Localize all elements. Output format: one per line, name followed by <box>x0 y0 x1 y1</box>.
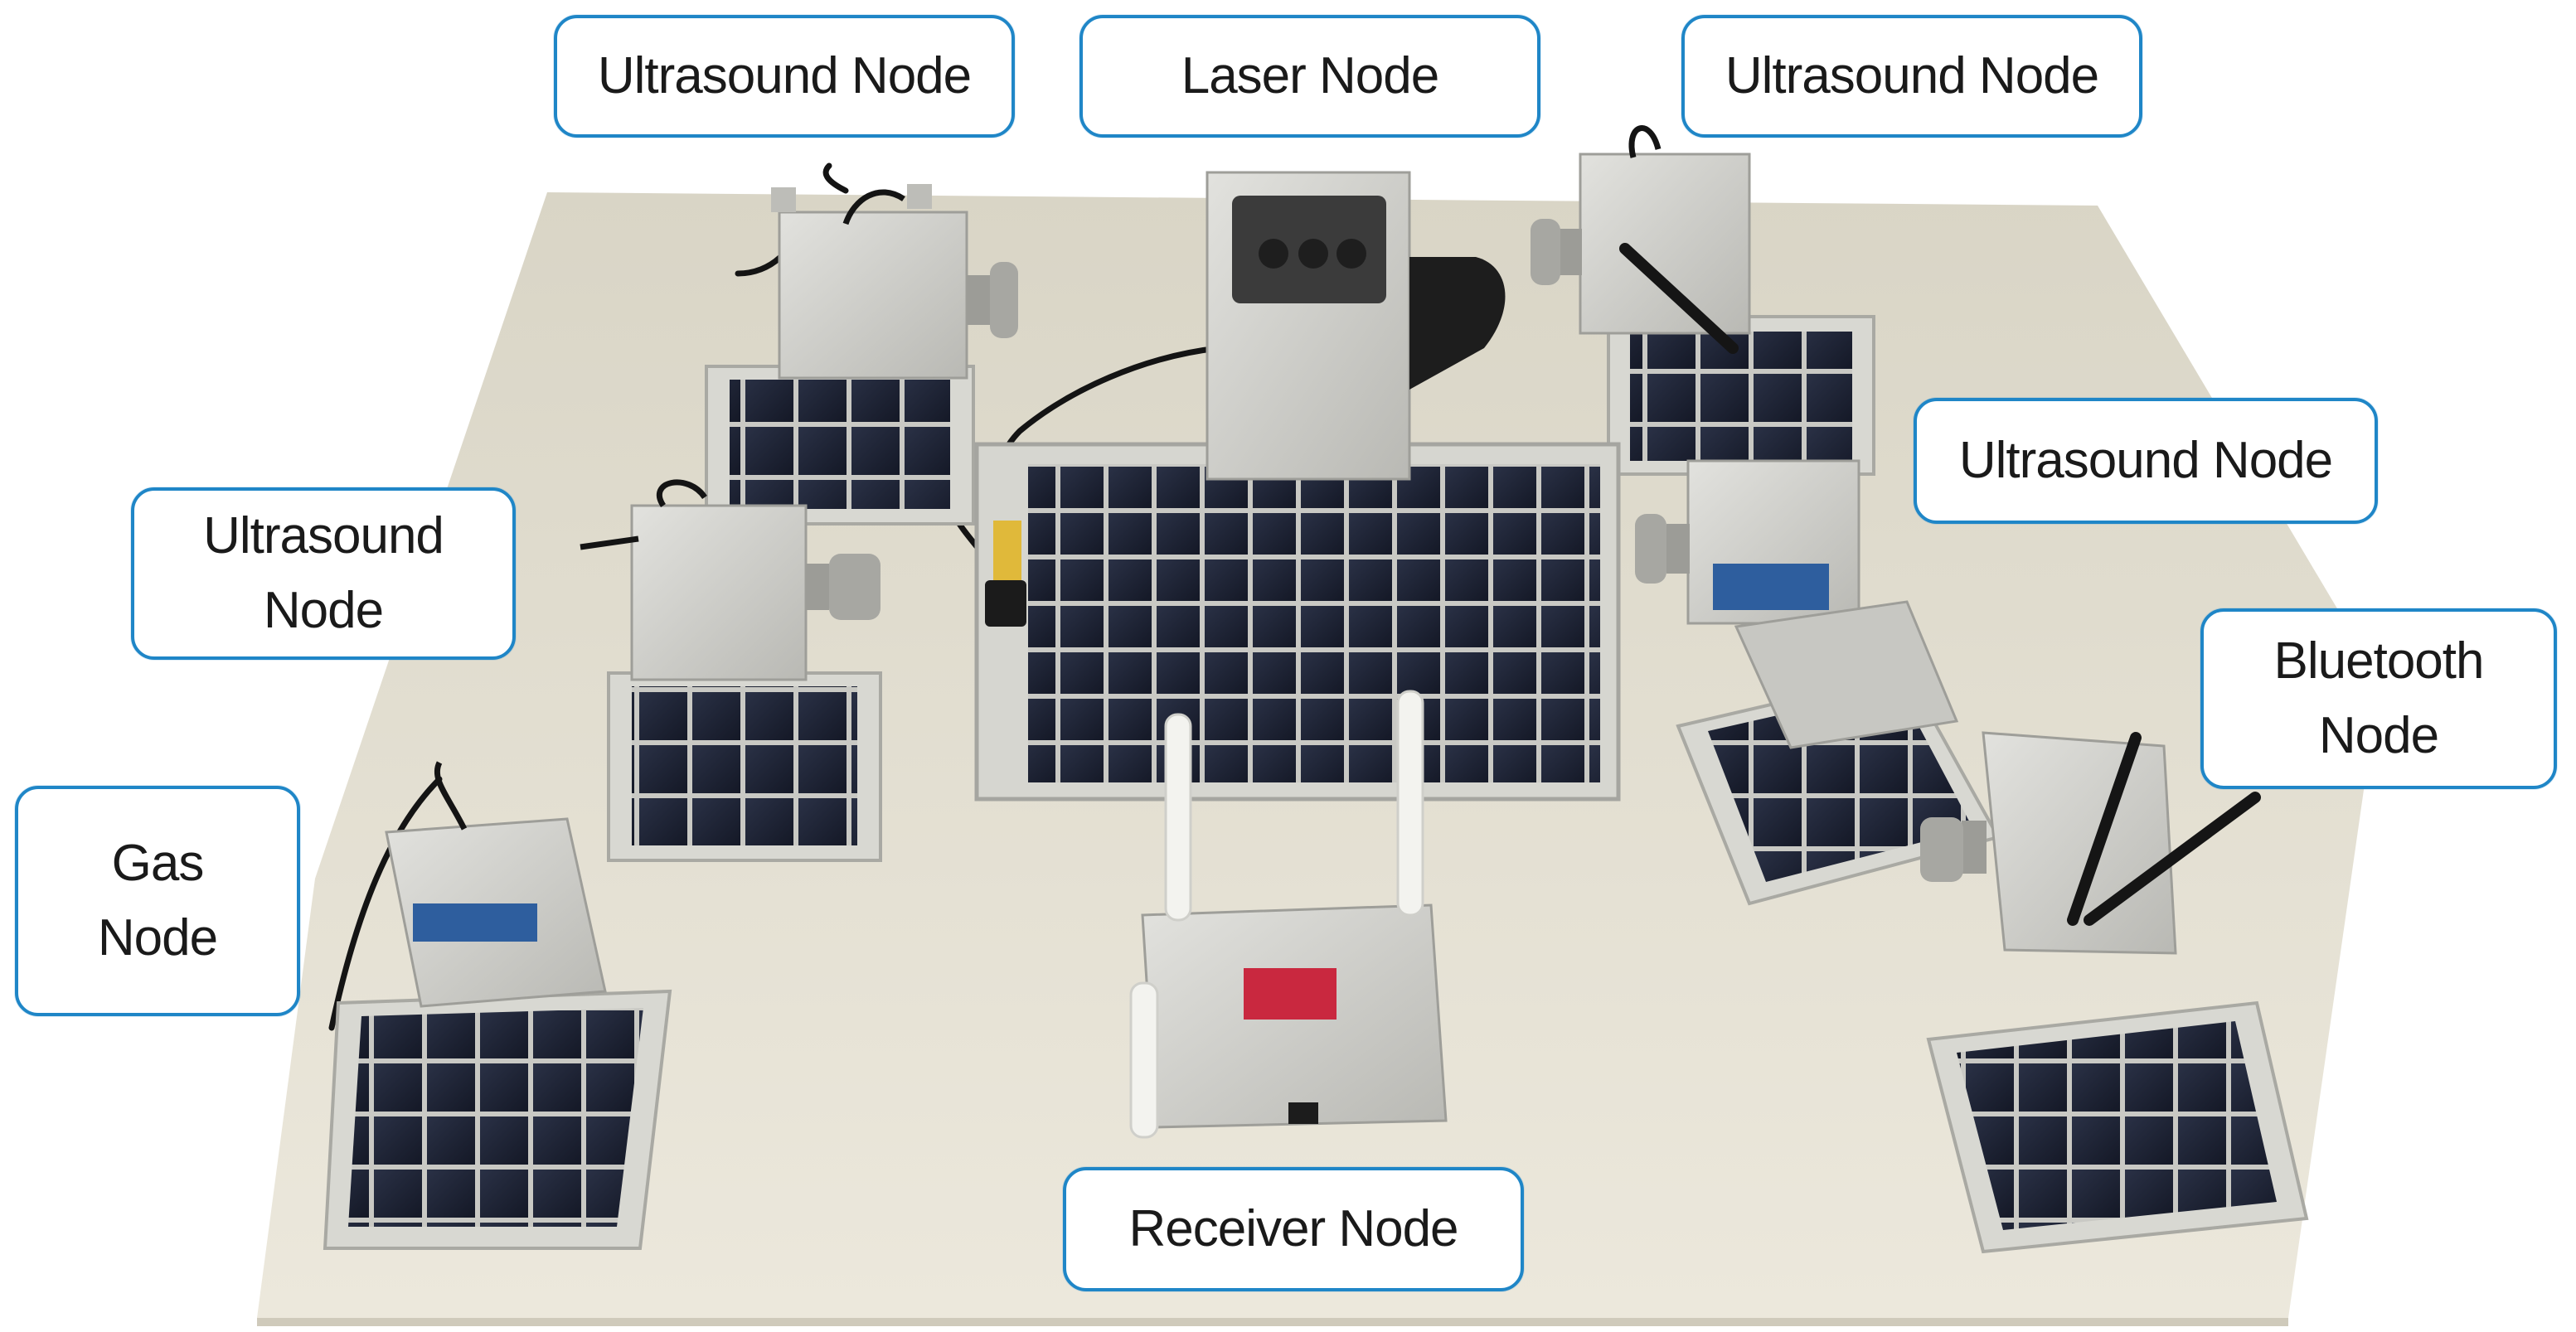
sensor-node-enclosure-icon <box>771 184 1018 380</box>
receiver-node-label: Receiver Node <box>1063 1167 1524 1291</box>
antenna-icon <box>2067 732 2261 926</box>
solar-panel-icon <box>607 671 882 862</box>
sensor-node-enclosure-icon <box>1129 690 1448 1139</box>
laser-node-label: Laser Node <box>1079 15 1540 138</box>
sensor-node-enclosure-icon <box>1635 459 1959 749</box>
ultrasound-transducer-icon <box>1920 817 1987 882</box>
ultrasound-transducer-icon <box>1531 219 1582 285</box>
ultrasound-node-label-left: Ultrasound Node <box>131 487 516 660</box>
ultrasound-transducer-icon <box>806 554 880 620</box>
sensor-node-enclosure-icon <box>1920 731 2261 955</box>
ultrasound-node-label-top-left: Ultrasound Node <box>554 15 1015 138</box>
antenna-icon <box>1619 243 1739 354</box>
solar-panel-icon <box>323 989 672 1250</box>
gas-node-label: Gas Node <box>15 786 300 1016</box>
solar-panel-icon <box>974 442 1621 802</box>
ultrasound-transducer-icon <box>967 262 1018 338</box>
sensor-node-enclosure-icon <box>1531 125 1751 354</box>
antenna-icon <box>1129 690 1424 1139</box>
bluetooth-node-label: Bluetooth Node <box>2200 608 2557 789</box>
sensor-node-enclosure-icon <box>385 761 607 1008</box>
solar-panel-icon <box>705 365 975 526</box>
sensor-node-enclosure-icon <box>1206 171 1506 481</box>
solar-panel-icon <box>1926 1000 2309 1254</box>
ultrasound-transducer-icon <box>1635 514 1690 584</box>
sensor-node-enclosure-icon <box>580 479 880 681</box>
ultrasound-node-label-top-right: Ultrasound Node <box>1681 15 2142 138</box>
solar-panel-icon <box>1607 315 1875 476</box>
ultrasound-node-label-mid-right: Ultrasound Node <box>1914 398 2378 524</box>
